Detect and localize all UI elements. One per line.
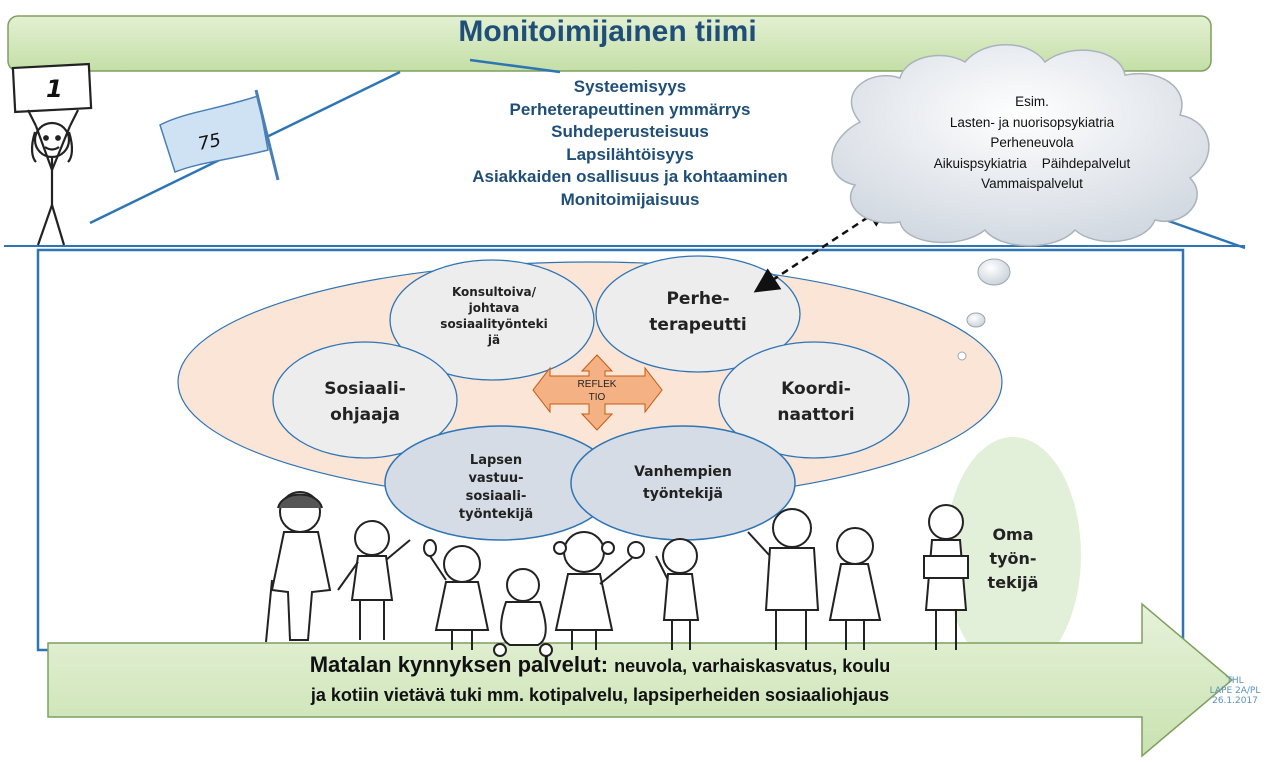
principle-item: Lapsilähtöisyys [566, 144, 694, 164]
cloud-line: Esim. [1015, 94, 1049, 109]
services-line2: ja kotiin vietävä tuki mm. kotipalvelu, … [310, 685, 890, 705]
credit-line: 26.1.2017 [1212, 696, 1258, 706]
role-vanhempien-ellipse [570, 425, 796, 541]
person-girl-waving [655, 538, 700, 650]
credit-line: LAPE 2A/PL [1209, 686, 1261, 696]
cloud-line: Perheneuvola [990, 135, 1074, 150]
principle-item: Perheterapeuttinen ymmärrys [509, 99, 751, 119]
role-oma-line3: tekijä [988, 573, 1039, 592]
refleksio-arrow-shape [532, 354, 663, 431]
cloud-line: Lasten- ja nuorisopsykiatria [949, 114, 1115, 130]
thought-bubble-large [977, 258, 1011, 286]
role-konsultoiva-line1: Konsultoiva/ [452, 285, 537, 299]
role-koordinaattori-ellipse [718, 341, 910, 459]
cloud-line: Aikuispsykiatria Päihdepalvelut [882, 154, 1182, 175]
person-woman-reading [923, 504, 969, 650]
role-perheterapeutti-ellipse [595, 255, 801, 373]
role-konsultoiva-ellipse [389, 259, 595, 381]
principles-list: Systeemisyys Perheterapeuttinen ymmärrys… [400, 76, 860, 211]
refleksio-line2: TIO [589, 392, 606, 403]
role-lapsen-line3: sosiaali- [466, 489, 527, 504]
role-lapsen-line1: Lapsen [470, 453, 522, 468]
cloud-item-paihdepalvelut: Päihdepalvelut [1041, 155, 1131, 171]
person-woman [828, 527, 882, 650]
services-arrow [47, 602, 1234, 758]
role-oma-line2: työn- [989, 549, 1036, 568]
roof-top-line [469, 58, 561, 74]
title-banner [7, 15, 1212, 72]
role-lapsen-line2: vastuu- [468, 471, 523, 486]
role-lapsen-line4: työntekijä [459, 507, 533, 522]
principle-item: Suhdeperusteisuus [551, 122, 709, 141]
stick-figure-sign-holder [11, 62, 93, 246]
principle-item: Systeemisyys [573, 77, 687, 96]
thought-bubble-medium [966, 312, 986, 328]
sign-number: 1 [46, 75, 63, 103]
consultation-cloud [831, 44, 1210, 247]
principle-item: Asiakkaiden osallisuus ja kohtaaminen [472, 167, 788, 186]
role-sosiaaliohjaaja-ellipse [272, 341, 458, 459]
role-oma-line1: Oma [992, 525, 1033, 544]
role-sosiaaliohjaaja-line1: Sosiaali- [324, 379, 406, 399]
person-girl-pigtails [553, 531, 645, 650]
flag-75 [159, 89, 280, 181]
cloud-text: Esim. Lasten- ja nuorisopsykiatria Perhe… [882, 92, 1182, 195]
person-boy [337, 520, 411, 640]
oma-tyontekija-ellipse [945, 437, 1081, 673]
role-perheterapeutti-line1: Perhe- [666, 289, 729, 309]
role-koordinaattori-line2: naattori [777, 405, 854, 425]
person-baby [493, 568, 553, 657]
services-line1: Matalan kynnyksen palvelut: neuvola, var… [100, 650, 1100, 681]
role-perheterapeutti-line2: terapeutti [649, 315, 746, 335]
refleksio-line1: REFLEK [578, 379, 617, 390]
credit-line: THL [1226, 676, 1244, 686]
role-konsultoiva-line3: sosiaalityönteki [440, 317, 547, 331]
cloud-line: Vammaispalvelut [981, 176, 1083, 191]
role-vanhempien-line1: Vanhempien [634, 464, 732, 480]
principle-item: Monitoimijaisuus [560, 189, 700, 209]
role-vanhempien-line2: työntekijä [643, 486, 723, 502]
page-title: Monitoimijainen tiimi [458, 15, 757, 48]
flag-number: 75 [196, 130, 223, 155]
services-heading: Matalan kynnyksen palvelut: [309, 652, 609, 677]
person-girl-balloon [423, 539, 490, 650]
person-man [747, 508, 820, 650]
role-konsultoiva-line4: jä [487, 333, 500, 347]
role-konsultoiva-line2: johtava [468, 301, 520, 315]
role-sosiaaliohjaaja-line2: ohjaaja [330, 405, 400, 425]
services-arrow-text: Matalan kynnyksen palvelut: neuvola, var… [100, 650, 1100, 709]
credit-label: THL LAPE 2A/PL 26.1.2017 [1200, 676, 1270, 706]
cloud-item-aikuispsykiatria: Aikuispsykiatria [933, 155, 1027, 171]
services-list-1: neuvola, varhaiskasvatus, koulu [614, 656, 891, 676]
person-elderly-man [265, 491, 332, 643]
role-koordinaattori-line1: Koordi- [781, 379, 851, 399]
thought-bubble-small [957, 351, 967, 361]
people-group [265, 491, 969, 657]
